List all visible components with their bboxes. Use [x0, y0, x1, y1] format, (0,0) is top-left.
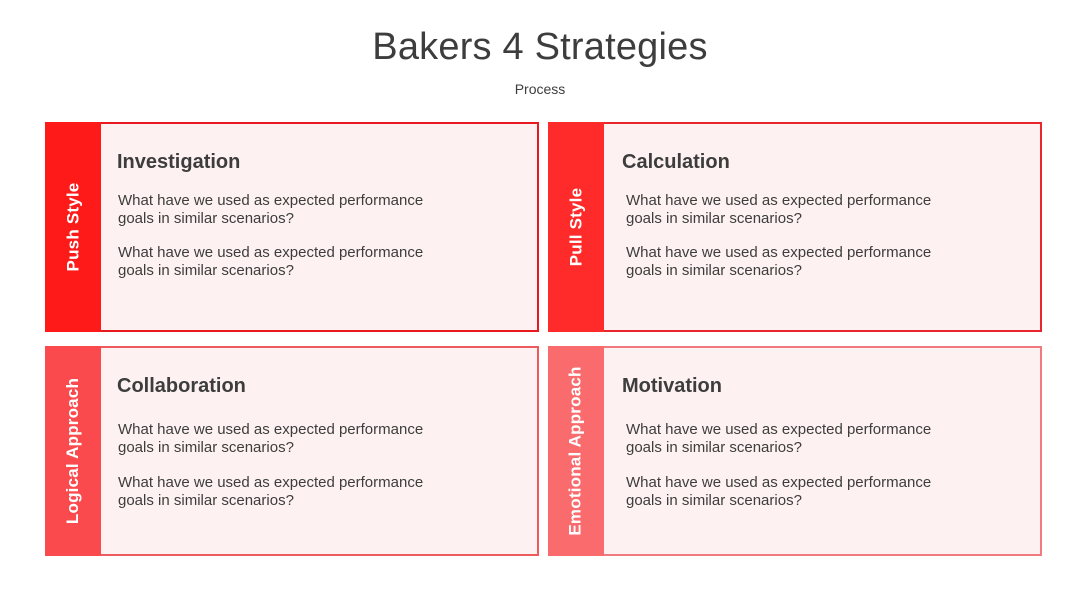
strategy-card-push-style: Push Style Investigation What have we us…: [45, 122, 539, 332]
card-side-label: Pull Style: [566, 187, 585, 267]
strategy-card-logical-approach: Logical Approach Collaboration What have…: [45, 346, 539, 556]
card-paragraph: What have we used as expected performanc…: [626, 244, 932, 279]
card-paragraph: What have we used as expected performanc…: [626, 192, 932, 227]
page-title: Bakers 4 Strategies: [372, 26, 708, 68]
card-paragraph: What have we used as expected performanc…: [626, 421, 932, 456]
card-side-bar: Push Style: [45, 122, 101, 332]
card-heading: Calculation: [622, 151, 730, 173]
strategy-card-pull-style: Pull Style Calculation What have we used…: [548, 122, 1042, 332]
card-paragraph: What have we used as expected performanc…: [118, 474, 424, 509]
card-paragraph: What have we used as expected performanc…: [118, 192, 424, 227]
card-side-bar: Pull Style: [548, 122, 604, 332]
card-paragraph: What have we used as expected performanc…: [118, 244, 424, 279]
page-subtitle: Process: [514, 81, 566, 97]
card-paragraph: What have we used as expected performanc…: [118, 421, 424, 456]
card-side-label: Logical Approach: [63, 377, 83, 525]
card-side-bar: Logical Approach: [45, 346, 101, 556]
card-paragraph: What have we used as expected performanc…: [626, 474, 932, 509]
card-side-bar: Emotional Approach: [548, 346, 604, 556]
strategy-card-emotional-approach: Emotional Approach Motivation What have …: [548, 346, 1042, 556]
card-heading: Investigation: [117, 151, 241, 173]
card-side-label: Emotional Approach: [566, 366, 586, 536]
card-heading: Collaboration: [117, 375, 246, 397]
card-heading: Motivation: [622, 375, 722, 397]
card-side-label: Push Style: [63, 182, 83, 272]
